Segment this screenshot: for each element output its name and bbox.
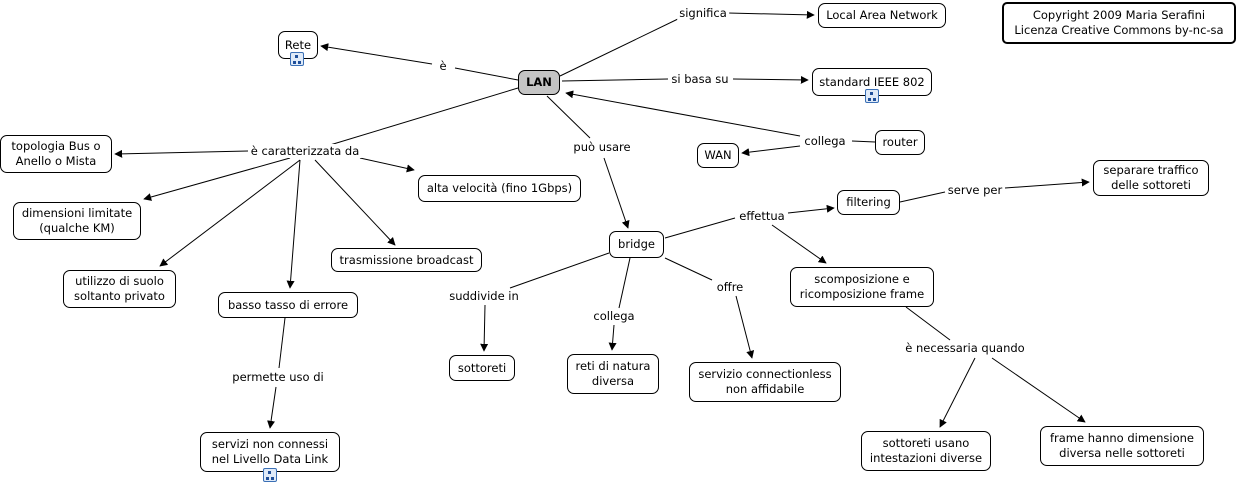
link-line [905,306,951,341]
link-label-offre: offre [714,280,746,294]
link-arrow [732,75,809,84]
concept-alta-velocita[interactable]: alta velocità (fino 1Gbps) [418,175,581,202]
link-arrow [735,295,755,359]
concept-frame-hanno[interactable]: frame hanno dimensione diversa nelle sot… [1040,426,1204,466]
concept-topologia[interactable]: topologia Bus o Anello o Mista [0,135,112,173]
concept-trasmissione[interactable]: trasmissione broadcast [331,248,482,272]
link-arrow [939,357,976,428]
link-line [278,317,286,369]
link-line [509,252,610,289]
cmap-link-icon[interactable] [290,52,304,66]
link-arrow [771,224,827,264]
concept-utilizzo[interactable]: utilizzo di suolo soltanto privato [63,270,176,308]
link-line [454,67,519,81]
link-label-puo-usare: può usare [571,140,633,154]
link-label-effettua: effettua [737,209,787,223]
link-line [618,257,631,309]
link-arrow [320,43,433,65]
link-arrow [480,304,489,352]
link-arrow [727,10,815,19]
concept-local-area-network[interactable]: Local Area Network [818,3,946,28]
concept-lan[interactable]: LAN [518,70,560,95]
concept-basso-tasso[interactable]: basso tasso di errore [218,292,358,318]
concept-servizi-non-connessi[interactable]: servizi non connessi nel Livello Data Li… [200,432,340,472]
link-arrow [741,145,801,157]
concept-separare[interactable]: separare traffico delle sottoreti [1093,160,1209,196]
link-arrow [359,157,415,173]
concept-scomposizione[interactable]: scomposizione e ricomposizione frame [790,267,934,307]
link-line [561,78,669,82]
link-label-necessaria: è necessaria quando [903,341,1027,355]
link-arrow [143,157,291,201]
concept-standard-ieee[interactable]: standard IEEE 802 [812,68,932,96]
link-label-collega-bridge: collega [591,309,637,323]
concept-router[interactable]: router [875,130,925,155]
link-label-suddivide: suddivide in [447,289,521,303]
link-arrow [159,159,301,267]
link-line [329,87,519,146]
concept-filtering[interactable]: filtering [837,190,900,215]
link-arrow [1004,178,1090,189]
link-line [559,17,681,77]
cmap-link-icon[interactable] [865,89,879,103]
concept-wan[interactable]: WAN [697,143,739,168]
concept-sottoreti[interactable]: sottoreti [449,355,515,381]
link-arrow [314,159,396,246]
link-label-collega-router: collega [802,134,848,148]
link-arrow [608,324,617,351]
link-line [851,140,876,143]
concept-reti-natura[interactable]: reti di natura diversa [567,354,659,394]
link-label-si-basa-su: si basa su [669,72,731,86]
link-line [664,257,713,281]
concept-dimensioni[interactable]: dimensioni limitate (qualche KM) [13,202,141,240]
link-arrow [565,90,801,137]
link-arrow [991,357,1086,423]
link-label-permette: permette uso di [230,370,326,384]
cmap-link-icon[interactable] [263,468,277,482]
link-label-caratterizzata: è caratterizzata da [248,144,362,158]
copyright-box: Copyright 2009 Maria Serafini Licenza Cr… [1002,2,1236,44]
link-line [664,217,736,239]
concept-bridge[interactable]: bridge [609,231,664,258]
link-label-serve-per: serve per [945,183,1005,197]
link-line [546,95,591,139]
link-line [899,191,946,203]
concept-servizio-connectionless[interactable]: servizio connectionless non affidabile [689,362,841,402]
link-label-e: è [437,59,449,73]
link-label-significa: significa [677,6,729,20]
link-arrow [787,204,835,214]
link-arrow [286,159,301,289]
concept-sottoreti-usano[interactable]: sottoreti usano intestazioni diverse [861,431,991,471]
link-arrow [114,149,249,158]
link-arrow [267,386,277,429]
link-arrow [603,157,630,229]
